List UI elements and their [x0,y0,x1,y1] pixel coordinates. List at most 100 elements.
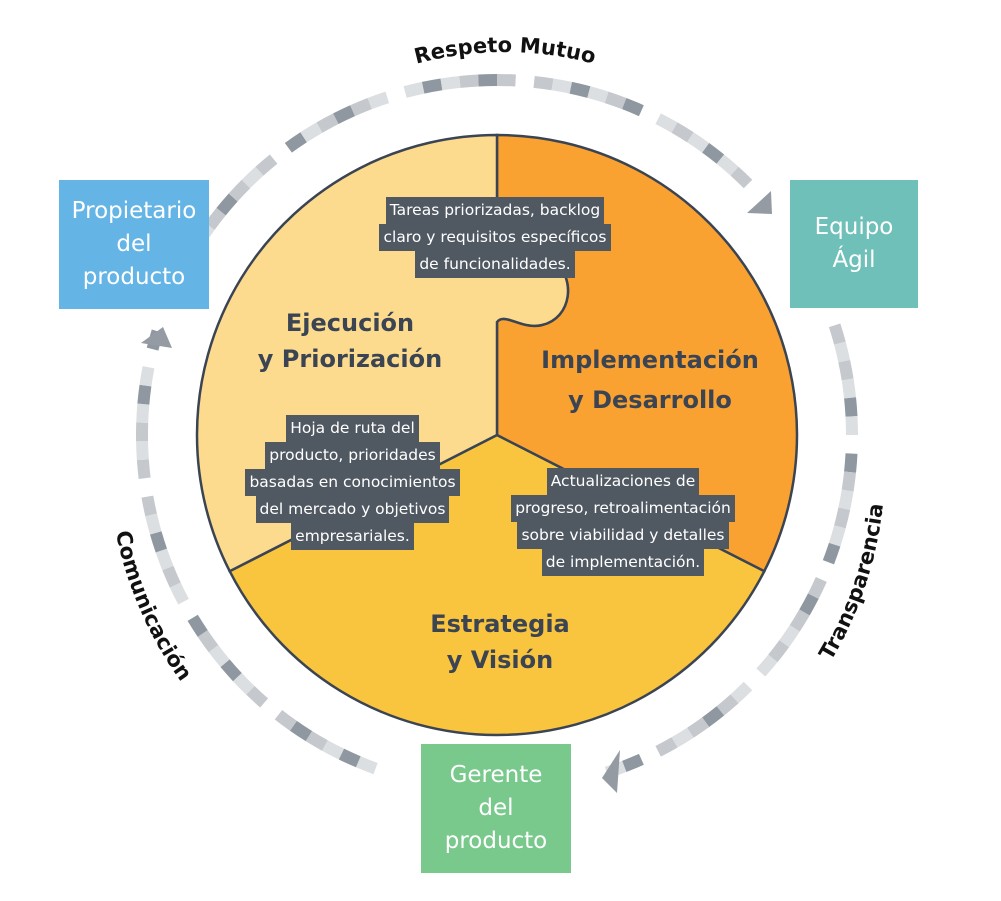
ring-block [828,323,846,345]
ring-arc-respect [194,74,753,245]
note-line: del mercado y objetivos [255,496,450,523]
note-line: basadas en conocimientos [245,469,460,496]
ring-block [687,717,710,738]
role-product-owner: Propietario del producto [59,180,209,309]
ring-block [716,694,739,716]
ring-block [220,659,242,682]
ring-block [228,179,251,202]
ring-block [828,525,846,547]
ring-block [136,459,151,479]
ring-block [187,614,208,637]
note-implementation: Actualizaciones de progreso, retroalimen… [488,468,758,576]
ring-block [139,366,155,387]
ring-block [197,630,219,653]
role-agile-team: Equipo Ágil [790,180,918,308]
ring-block [844,397,858,417]
ring-block [289,720,313,742]
ring-arc-communication [136,329,378,775]
ring-block [141,495,157,517]
arrow-head-to-product-owner [141,327,172,348]
ring-block [569,81,591,98]
ring-block [551,78,573,94]
ring-block [136,441,149,461]
ring-block [655,113,678,133]
arrow-head-to-agile-team [747,191,772,214]
ring-block [255,154,278,176]
ring-block [622,97,644,117]
ring-block [204,207,226,230]
ring-block [355,756,378,775]
ring-block [149,531,168,553]
segment-title-implementation: Implementación y Desarrollo [541,346,759,414]
ring-block [799,593,819,616]
ring-block [137,384,152,405]
arrow-head-to-product-manager [602,750,620,793]
ring-block [350,97,372,117]
ring-block [768,640,790,663]
ring-block [216,193,238,216]
ring-block [333,105,356,125]
ring-block [730,166,753,189]
ring-block [622,753,644,773]
ring-block [338,748,361,768]
ring-block [702,706,725,728]
ring-block [779,625,800,648]
ring-block [604,91,627,110]
note-line: producto, prioridades [265,442,440,469]
ring-block [716,154,739,176]
ring-block [208,645,230,668]
ring-block [841,471,857,492]
note-line: progreso, retroalimentación [511,495,735,522]
ring-block [403,81,425,98]
note-line: empresariales. [291,523,414,550]
note-line: Hoja de ruta del [286,415,419,442]
ring-block [246,686,269,708]
ring-block [421,78,443,94]
ring-block [232,673,255,695]
note-line: sobre viabilidad y detalles [517,522,729,549]
ring-block [316,113,339,133]
ring-block [838,489,854,511]
arc-label-communication: Comunicación [111,528,197,685]
ring-block [834,507,851,529]
ring-block [274,710,297,731]
role-product-manager: Gerente del producto [421,744,571,873]
segment-title-execution: Ejecución y Priorización [257,309,443,373]
relationship-ring [136,74,858,779]
note-line: de funcionalidades. [415,251,575,278]
ring-block [756,654,778,677]
ring-block [459,74,479,88]
segment-title-strategy: Estrategia y Visión [430,610,570,674]
ring-block [162,565,181,588]
ring-block [671,727,694,748]
ring-block [822,542,841,565]
ring-block [440,75,461,91]
ring-block [284,132,307,153]
note-line: claro y requisitos específicos [379,224,611,251]
ring-block [844,453,858,473]
note-line: Tareas priorizadas, backlog [385,197,605,224]
arc-label-respect: Respeto Mutuo [412,33,599,69]
ring-block [300,122,323,143]
ring-block [241,166,264,189]
ring-block [730,681,753,704]
ring-block [655,737,678,757]
ring-block [789,609,810,632]
note-execution: Hoja de ruta del producto, prioridades b… [225,415,480,550]
ring-block [169,582,189,605]
ring-block [155,548,174,571]
note-top: Tareas priorizadas, backlog claro y requ… [355,197,635,278]
ring-block [533,75,554,91]
note-line: de implementación. [541,549,705,576]
ring-block [834,341,851,363]
ring-block [702,142,725,164]
note-line: Actualizaciones de [546,468,700,495]
ring-block [145,513,162,535]
ring-block [321,740,345,760]
ring-arc-transparency [604,323,858,779]
ring-block [838,359,854,381]
ring-block [807,576,827,599]
ring-block [841,378,857,399]
ring-block [367,91,390,110]
ring-block [305,730,328,751]
